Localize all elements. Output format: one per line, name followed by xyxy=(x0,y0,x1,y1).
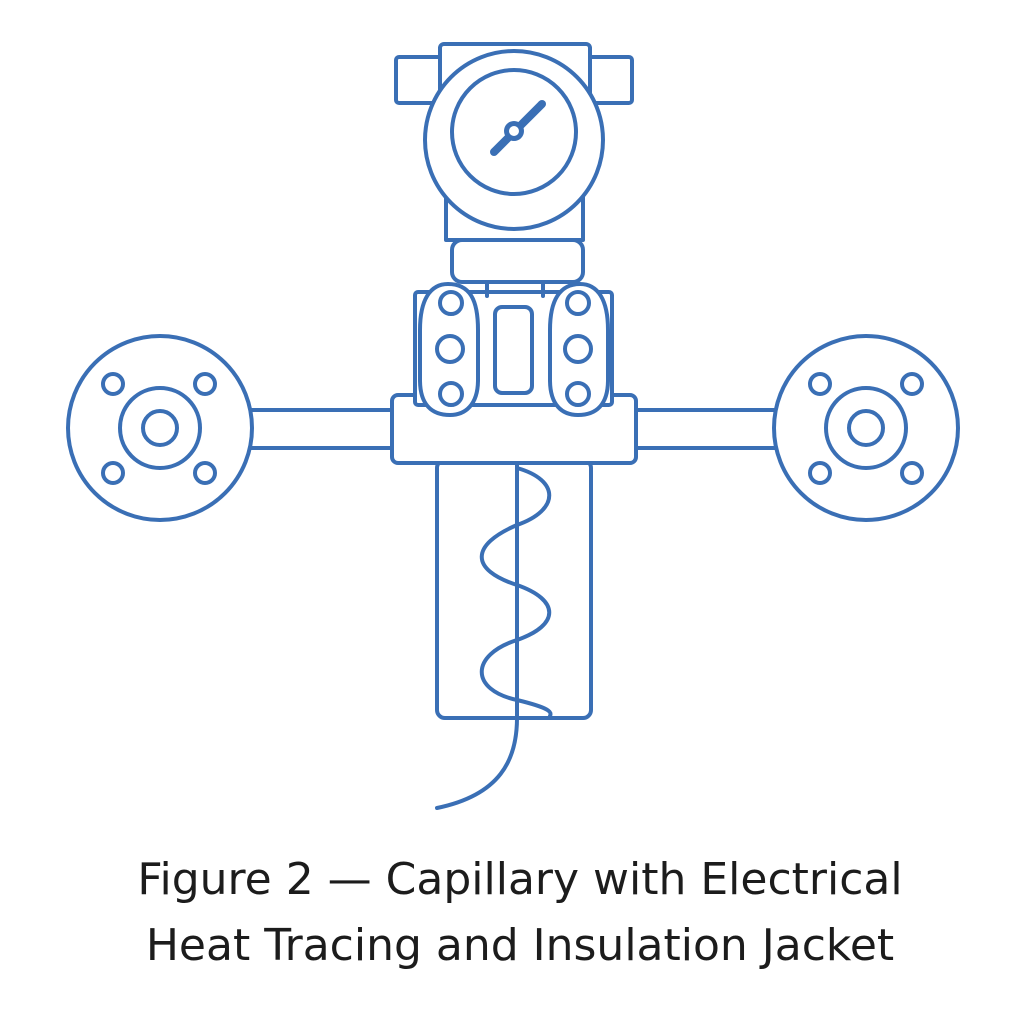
figure-caption-line-1: Figure 2 — Capillary with Electrical xyxy=(137,854,903,905)
figure-caption-line-2: Heat Tracing and Insulation Jacket xyxy=(145,920,895,971)
right-flange xyxy=(772,334,960,522)
gauge-dial-icon xyxy=(450,68,578,196)
sensor-module xyxy=(413,282,614,417)
heat-tracing-cable xyxy=(435,461,553,810)
insulation-jacket xyxy=(435,458,593,720)
left-pipe xyxy=(244,408,398,450)
right-pipe xyxy=(630,408,782,450)
left-flange xyxy=(66,334,254,522)
